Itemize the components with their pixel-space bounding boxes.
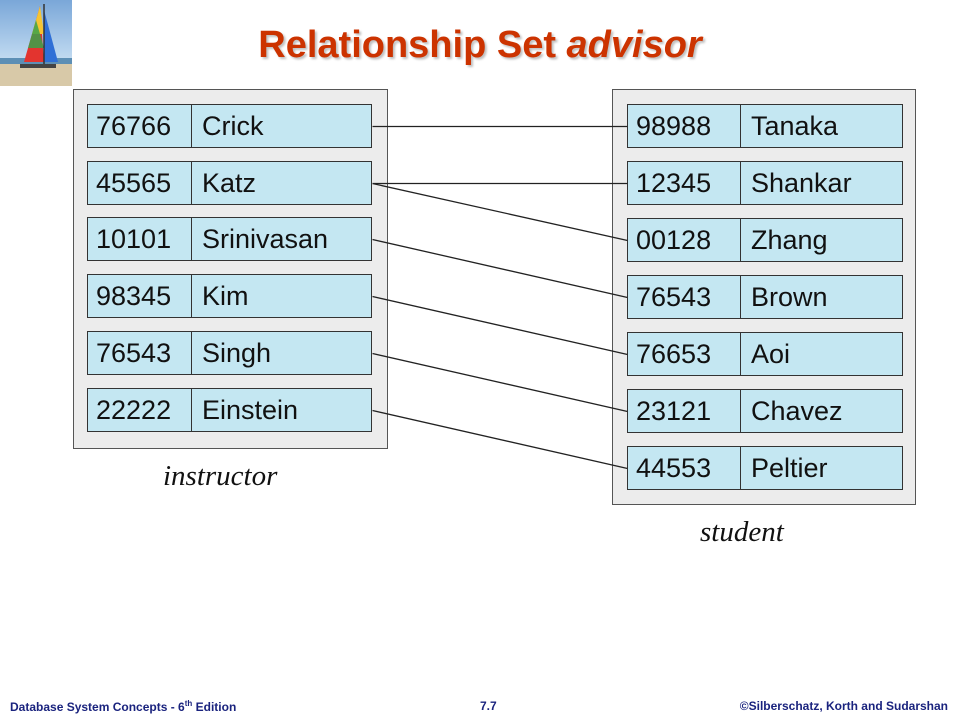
instructor-record: 76543 Singh xyxy=(87,331,372,375)
instructor-record: 22222 Einstein xyxy=(87,388,372,432)
student-record: 00128 Zhang xyxy=(627,218,903,262)
instructor-name: Kim xyxy=(202,281,249,311)
instructor-record: 98345 Kim xyxy=(87,274,372,318)
instructor-record: 10101 Srinivasan xyxy=(87,217,372,261)
instructor-record: 45565 Katz xyxy=(87,161,372,205)
footer-edition-sup: th xyxy=(184,699,193,708)
student-record: 23121 Chavez xyxy=(627,389,903,433)
student-record: 44553 Peltier xyxy=(627,446,903,490)
student-id: 76653 xyxy=(628,333,741,375)
advisor-link-4 xyxy=(372,295,628,356)
instructor-id: 98345 xyxy=(88,275,192,317)
instructor-id: 76766 xyxy=(88,105,192,147)
instructor-id: 10101 xyxy=(88,218,192,260)
advisor-link-3 xyxy=(372,238,628,299)
student-name: Zhang xyxy=(751,225,828,255)
instructor-entity-set: 76766 Crick 45565 Katz 10101 Srinivasan 98345 K… xyxy=(73,89,388,449)
sailboat-logo xyxy=(0,0,72,86)
footer-book-title-text: Database System Concepts - 6 xyxy=(10,700,185,714)
student-record: 98988 Tanaka xyxy=(627,104,903,148)
student-name: Tanaka xyxy=(751,111,839,141)
instructor-id: 45565 xyxy=(88,162,192,204)
student-record: 76653 Aoi xyxy=(627,332,903,376)
student-record: 12345 Shankar xyxy=(627,161,903,205)
student-name: Chavez xyxy=(751,396,843,426)
student-name: Shankar xyxy=(751,168,852,198)
advisor-link-5 xyxy=(372,352,628,413)
instructor-id: 22222 xyxy=(88,389,192,431)
instructor-name: Katz xyxy=(202,168,257,198)
student-id: 98988 xyxy=(628,105,741,147)
footer-book-title: Database System Concepts - 6th Edition xyxy=(10,699,236,714)
student-record: 76543 Brown xyxy=(627,275,903,319)
footer-edition-suffix: Edition xyxy=(192,700,237,714)
instructor-name: Crick xyxy=(202,111,264,141)
instructor-name: Srinivasan xyxy=(202,224,329,254)
title-main: Relationship Set xyxy=(258,24,567,66)
student-name: Aoi xyxy=(751,339,791,369)
student-entity-set: 98988 Tanaka 12345 Shankar 00128 Zhang 76543 Br… xyxy=(612,89,916,505)
student-id: 76543 xyxy=(628,276,741,318)
instructor-name: Singh xyxy=(202,338,272,368)
student-id: 12345 xyxy=(628,162,741,204)
footer-copyright: ©Silberschatz, Korth and Sudarshan xyxy=(739,699,948,713)
advisor-link-6 xyxy=(372,409,628,470)
instructor-label: instructor xyxy=(163,460,278,492)
student-name: Peltier xyxy=(751,453,828,483)
title-emphasis: advisor xyxy=(566,24,702,66)
advisor-link-2 xyxy=(372,182,628,242)
student-id: 00128 xyxy=(628,219,741,261)
instructor-name: Einstein xyxy=(202,395,299,425)
instructor-record: 76766 Crick xyxy=(87,104,372,148)
student-id: 44553 xyxy=(628,447,741,489)
student-id: 23121 xyxy=(628,390,741,432)
student-name: Brown xyxy=(751,282,828,312)
page-title: Relationship Set advisor xyxy=(0,24,960,67)
student-label: student xyxy=(700,516,784,548)
footer-page-number: 7.7 xyxy=(480,699,497,713)
instructor-id: 76543 xyxy=(88,332,192,374)
